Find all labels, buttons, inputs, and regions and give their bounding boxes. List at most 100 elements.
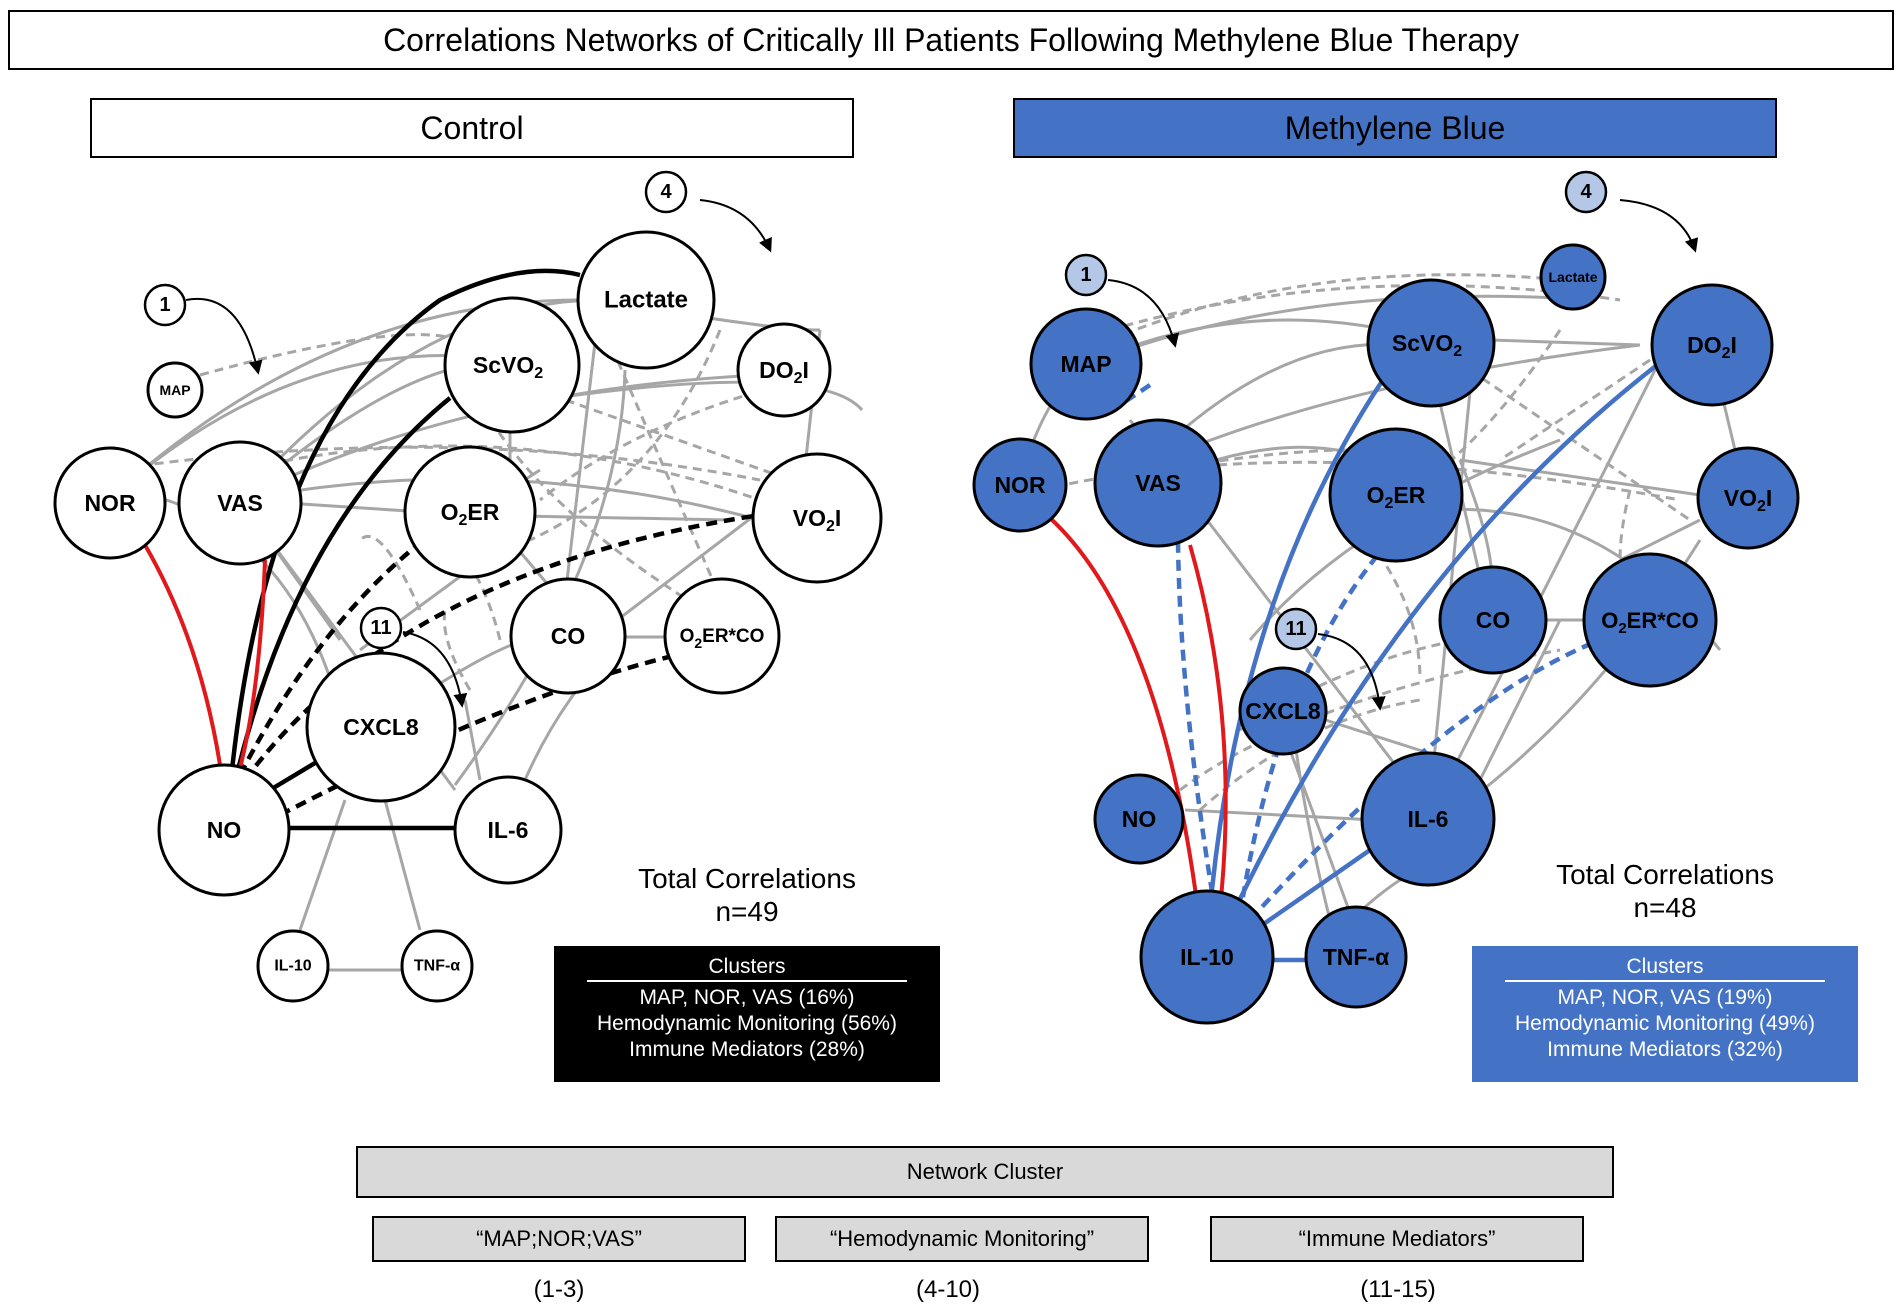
svg-text:11: 11 bbox=[370, 617, 391, 639]
cluster-range-1: (1-3) bbox=[533, 1276, 585, 1303]
mb-marker-1: 1 bbox=[1064, 253, 1180, 348]
control-label-co: CO bbox=[551, 623, 586, 649]
mb-label-vo2i: VO2I bbox=[1724, 485, 1773, 515]
mb-red-edges bbox=[1048, 516, 1228, 911]
methylene-blue-network: Lactate ScVO2 DO2I MAP NOR VAS O2ER VO2I… bbox=[972, 170, 1800, 1025]
control-node-map[interactable] bbox=[146, 361, 204, 419]
control-network: Lactate ScVO2 DO2I MAP NOR VAS O2ER VO2I… bbox=[53, 170, 883, 1003]
control-node-il6[interactable] bbox=[453, 775, 563, 885]
control-label-scvo2: ScVO2 bbox=[473, 352, 543, 382]
mb-cluster-item: Hemodynamic Monitoring (49%) bbox=[1515, 1012, 1815, 1035]
control-label-tnf: TNF-α bbox=[414, 958, 460, 975]
cluster-label-map-nor-vas: “MAP;NOR;VAS” bbox=[372, 1216, 746, 1262]
control-node-cxcl8[interactable] bbox=[305, 651, 457, 803]
control-label-vas: VAS bbox=[217, 490, 263, 516]
control-node-vas[interactable] bbox=[177, 440, 303, 566]
cluster-label-hemodynamic: “Hemodynamic Monitoring” bbox=[775, 1216, 1149, 1262]
control-label-il6: IL-6 bbox=[488, 817, 529, 843]
mb-label-vas: VAS bbox=[1135, 470, 1181, 496]
control-cluster-item: MAP, NOR, VAS (16%) bbox=[639, 986, 855, 1009]
control-label-do2i: DO2I bbox=[759, 357, 809, 387]
control-black-dashed-edges bbox=[238, 512, 761, 817]
control-label-map: MAP bbox=[159, 382, 190, 398]
svg-text:1: 1 bbox=[1080, 264, 1091, 286]
mb-label-cxcl8: CXCL8 bbox=[1245, 698, 1321, 724]
cluster-range-3: (11-15) bbox=[1360, 1276, 1436, 1303]
mb-label-il6: IL-6 bbox=[1408, 806, 1449, 832]
control-cluster-item: Immune Mediators (28%) bbox=[629, 1038, 865, 1061]
control-label-nor: NOR bbox=[84, 490, 136, 516]
mb-marker-11: 11 bbox=[1274, 607, 1386, 711]
control-node-do2i[interactable] bbox=[736, 322, 832, 418]
mb-label-scvo2: ScVO2 bbox=[1392, 330, 1462, 360]
mb-node-vo2i[interactable] bbox=[1696, 446, 1800, 550]
cluster-range-2: (4-10) bbox=[915, 1276, 981, 1303]
control-marker-11: 11 bbox=[359, 606, 468, 708]
mb-marker-4: 4 bbox=[1564, 170, 1699, 253]
control-cluster-item: Hemodynamic Monitoring (56%) bbox=[597, 1012, 897, 1035]
mb-total-label: Total Correlations bbox=[1556, 859, 1774, 890]
mb-label-lactate: Lactate bbox=[1548, 269, 1597, 285]
mb-total-value: n=48 bbox=[1633, 892, 1697, 923]
control-label-lactate: Lactate bbox=[604, 287, 688, 314]
mb-node-cxcl8[interactable] bbox=[1238, 666, 1328, 756]
mb-clusters-title: Clusters bbox=[1505, 954, 1825, 982]
control-red-edges bbox=[143, 543, 267, 769]
mb-label-do2i: DO2I bbox=[1687, 332, 1737, 362]
mb-label-map: MAP bbox=[1060, 351, 1111, 377]
mb-blue-solid-edges bbox=[1207, 353, 1672, 963]
control-node-vo2i[interactable] bbox=[751, 452, 883, 584]
mb-node-tnf[interactable] bbox=[1304, 905, 1408, 1009]
svg-text:4: 4 bbox=[1580, 181, 1592, 203]
mb-node-co[interactable] bbox=[1438, 565, 1548, 675]
mb-node-o2er[interactable] bbox=[1328, 427, 1464, 563]
control-node-nor[interactable] bbox=[53, 446, 167, 560]
svg-text:11: 11 bbox=[1285, 618, 1306, 640]
methylene-blue-panel-header: Methylene Blue bbox=[1013, 98, 1777, 158]
mb-node-do2i[interactable] bbox=[1650, 283, 1774, 407]
control-node-o2erco[interactable] bbox=[663, 577, 781, 695]
mb-blue-dashed-edges bbox=[1118, 383, 1601, 922]
control-node-no[interactable] bbox=[157, 763, 291, 897]
mb-node-o2erco[interactable] bbox=[1582, 552, 1718, 688]
control-label-vo2i: VO2I bbox=[793, 505, 842, 535]
control-node-scvo2[interactable] bbox=[443, 296, 581, 434]
control-node-lactate[interactable] bbox=[576, 230, 716, 370]
mb-cluster-item: Immune Mediators (32%) bbox=[1547, 1038, 1783, 1061]
cluster-label-immune: “Immune Mediators” bbox=[1210, 1216, 1584, 1262]
control-panel-header: Control bbox=[90, 98, 854, 158]
control-label-o2erco: O2ER*CO bbox=[680, 626, 765, 652]
control-clusters-title: Clusters bbox=[587, 954, 907, 982]
network-cluster-header: Network Cluster bbox=[356, 1146, 1614, 1198]
mb-node-vas[interactable] bbox=[1093, 418, 1223, 548]
mb-label-no: NO bbox=[1122, 806, 1157, 832]
mb-label-co: CO bbox=[1476, 607, 1511, 633]
mb-label-il10: IL-10 bbox=[1180, 944, 1234, 970]
control-marker-1: 1 bbox=[143, 283, 263, 375]
mb-cluster-item: MAP, NOR, VAS (19%) bbox=[1557, 986, 1773, 1009]
mb-node-il10[interactable] bbox=[1139, 889, 1275, 1025]
control-label-o2er: O2ER bbox=[441, 499, 500, 529]
mb-node-map[interactable] bbox=[1029, 307, 1143, 421]
control-node-il10[interactable] bbox=[256, 929, 330, 1003]
control-total-label: Total Correlations bbox=[638, 863, 856, 894]
mb-node-scvo2[interactable] bbox=[1366, 278, 1496, 408]
control-label-cxcl8: CXCL8 bbox=[343, 714, 419, 740]
mb-total-correlations: Total Correlations n=48 bbox=[1508, 858, 1822, 924]
mb-clusters-box: Clusters MAP, NOR, VAS (19%) Hemodynamic… bbox=[1472, 946, 1858, 1082]
control-node-tnf[interactable] bbox=[400, 929, 474, 1003]
mb-label-nor: NOR bbox=[994, 472, 1046, 498]
mb-node-no[interactable] bbox=[1093, 773, 1185, 865]
control-black-solid-edges bbox=[229, 268, 581, 831]
control-clusters-box: Clusters MAP, NOR, VAS (16%) Hemodynamic… bbox=[554, 946, 940, 1082]
figure-title: Correlations Networks of Critically Ill … bbox=[8, 10, 1894, 70]
control-node-o2er[interactable] bbox=[403, 445, 537, 579]
mb-node-il6[interactable] bbox=[1360, 751, 1496, 887]
svg-text:4: 4 bbox=[660, 181, 672, 203]
mb-node-lactate[interactable] bbox=[1539, 243, 1607, 311]
control-node-co[interactable] bbox=[509, 577, 627, 695]
control-marker-4: 4 bbox=[644, 170, 772, 253]
mb-node-nor[interactable] bbox=[972, 437, 1068, 533]
control-total-value: n=49 bbox=[715, 896, 779, 927]
